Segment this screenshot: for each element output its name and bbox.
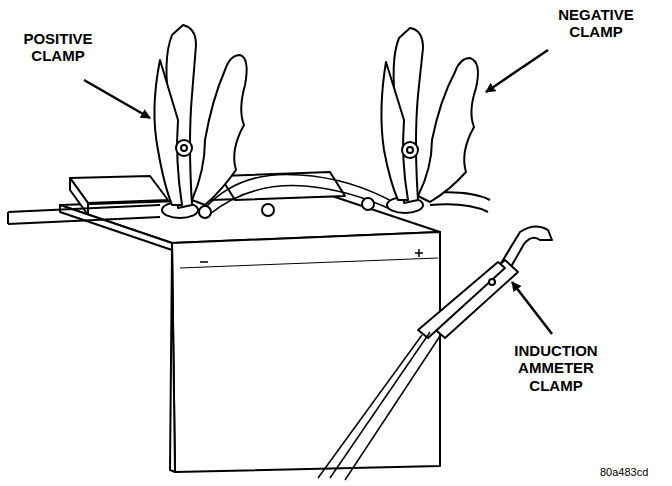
part-label: NEGATIVE CLAMP [540, 6, 652, 41]
part-label: INDUCTION AMMETER CLAMP [500, 342, 612, 394]
part-label: POSITIVE CLAMP [6, 30, 110, 65]
figure-code: 80a483cd [600, 466, 648, 479]
